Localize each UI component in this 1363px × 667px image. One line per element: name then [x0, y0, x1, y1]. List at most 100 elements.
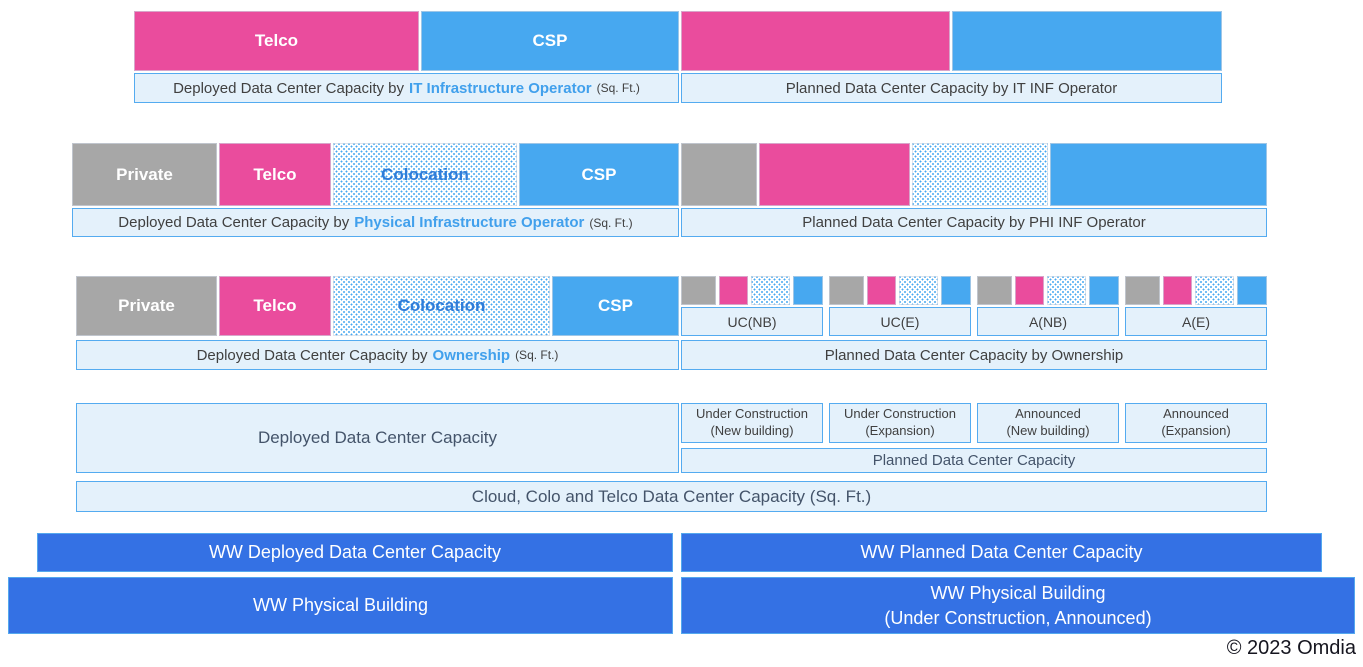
minibar-telco [719, 276, 748, 305]
caption-highlight: IT Infrastructure Operator [409, 79, 592, 97]
bar-label: CSP [532, 31, 568, 50]
box-line1: Under Construction [844, 406, 956, 422]
caption-text: Planned Data Center Capacity by PHI INF … [802, 214, 1146, 231]
bar-label: CSP [581, 164, 617, 184]
bar-own-deployed-csp: CSP [552, 276, 679, 336]
bar-phi-deployed-csp: CSP [519, 143, 679, 206]
box-line1: Under Construction [696, 406, 808, 422]
box-line1: Announced [1163, 406, 1229, 422]
caption-it-deployed: Deployed Data Center Capacity by IT Infr… [134, 73, 679, 103]
caption-text: Cloud, Colo and Telco Data Center Capaci… [471, 486, 872, 506]
minibar-private [829, 276, 865, 305]
caption-phi-deployed: Deployed Data Center Capacity by Physica… [72, 208, 679, 237]
minibar-csp [1088, 276, 1119, 305]
box-label: WW Planned Data Center Capacity [860, 542, 1143, 563]
caption-suffix: (Sq. Ft.) [596, 81, 640, 95]
bar-own-deployed-private: Private [76, 276, 217, 336]
bar-label: Private [116, 164, 173, 184]
group-label: UC(E) [880, 313, 920, 330]
minibar-csp [1236, 276, 1267, 305]
minibar-telco [1015, 276, 1044, 305]
caption-text: Planned Data Center Capacity [872, 452, 1076, 469]
caption-phi-planned: Planned Data Center Capacity by PHI INF … [681, 208, 1267, 237]
bar-label: Private [118, 296, 175, 315]
label-uce: UC(E) [829, 307, 971, 336]
bar-phi-planned-telco [759, 143, 910, 206]
box-label: WW Physical Building [252, 595, 429, 616]
box-announced-expansion: Announced (Expansion) [1125, 403, 1267, 443]
bar-it-deployed-csp: CSP [421, 11, 679, 71]
bar-phi-deployed-private: Private [72, 143, 217, 206]
caption-prefix: Deployed Data Center Capacity by [196, 346, 428, 364]
bar-label: CSP [598, 296, 633, 315]
minibar-colocation [898, 276, 938, 305]
caption-prefix: Deployed Data Center Capacity by [118, 214, 350, 231]
group-label: UC(NB) [727, 313, 777, 330]
box-ww-physical-building: WW Physical Building [8, 577, 673, 634]
bar-it-planned-telco [681, 11, 950, 71]
box-line2: (Expansion) [1161, 423, 1231, 438]
copyright-label: © 2023 Omdia [1226, 637, 1356, 659]
caption-it-planned: Planned Data Center Capacity by IT INF O… [681, 73, 1222, 103]
minibar-csp [792, 276, 823, 305]
bar-phi-planned-csp [1050, 143, 1267, 206]
copyright-text: © 2023 Omdia [1227, 637, 1356, 660]
caption-text: Planned Data Center Capacity by Ownershi… [824, 346, 1124, 364]
bar-it-planned-csp [952, 11, 1222, 71]
box-announced-new: Announced (New building) [977, 403, 1119, 443]
bar-own-deployed-telco: Telco [219, 276, 331, 336]
box-label: WW Deployed Data Center Capacity [208, 542, 502, 563]
minibar-colocation [1046, 276, 1086, 305]
bar-label: Telco [253, 296, 297, 315]
caption-highlight: Ownership [432, 346, 511, 364]
minibar-group-ucnb [681, 276, 823, 305]
box-line2: (Expansion) [865, 423, 935, 438]
box-line2: (New building) [710, 423, 794, 438]
minibar-colocation [750, 276, 790, 305]
bar-phi-deployed-telco: Telco [219, 143, 331, 206]
box-deployed-capacity: Deployed Data Center Capacity [76, 403, 679, 473]
box-ww-deployed-capacity: WW Deployed Data Center Capacity [37, 533, 673, 572]
label-ae: A(E) [1125, 307, 1267, 336]
bar-label: Colocation [381, 164, 469, 184]
group-label: A(E) [1182, 313, 1210, 330]
minibar-group-uce [829, 276, 971, 305]
box-ww-planned-capacity: WW Planned Data Center Capacity [681, 533, 1322, 572]
bar-own-deployed-colocation: Colocation [333, 276, 550, 336]
box-line1: Announced [1015, 406, 1081, 422]
caption-ownership-deployed: Deployed Data Center Capacity by Ownersh… [76, 340, 679, 370]
minibar-private [1125, 276, 1161, 305]
box-line1: WW Physical Building [930, 583, 1106, 604]
box-line2: (Under Construction, Announced) [884, 607, 1152, 628]
bar-phi-planned-colocation [912, 143, 1048, 206]
caption-highlight: Physical Infrastructure Operator [354, 214, 585, 231]
caption-planned-capacity: Planned Data Center Capacity [681, 448, 1267, 473]
minibar-private [977, 276, 1013, 305]
caption-suffix: (Sq. Ft.) [589, 215, 633, 230]
label-ucnb: UC(NB) [681, 307, 823, 336]
bar-phi-deployed-colocation: Colocation [333, 143, 517, 206]
minibar-private [681, 276, 717, 305]
minibar-telco [867, 276, 896, 305]
bar-phi-planned-private [681, 143, 757, 206]
box-line2: (New building) [1006, 423, 1090, 438]
minibar-group-anb [977, 276, 1119, 305]
box-under-construction-new: Under Construction (New building) [681, 403, 823, 443]
caption-text: Planned Data Center Capacity by IT INF O… [785, 79, 1118, 97]
caption-prefix: Deployed Data Center Capacity by [173, 79, 405, 97]
minibar-group-ae [1125, 276, 1267, 305]
minibar-colocation [1194, 276, 1234, 305]
box-label: Deployed Data Center Capacity [257, 428, 498, 447]
bar-it-deployed-telco: Telco [134, 11, 419, 71]
caption-total-capacity: Cloud, Colo and Telco Data Center Capaci… [76, 481, 1267, 512]
bar-label: Telco [253, 164, 297, 184]
bar-label: Colocation [397, 296, 486, 315]
box-ww-physical-building-planned: WW Physical Building (Under Construction… [681, 577, 1355, 634]
group-label: A(NB) [1028, 313, 1068, 330]
bar-label: Telco [254, 31, 299, 50]
caption-ownership-planned: Planned Data Center Capacity by Ownershi… [681, 340, 1267, 370]
minibar-csp [940, 276, 971, 305]
minibar-telco [1163, 276, 1192, 305]
box-under-construction-expansion: Under Construction (Expansion) [829, 403, 971, 443]
